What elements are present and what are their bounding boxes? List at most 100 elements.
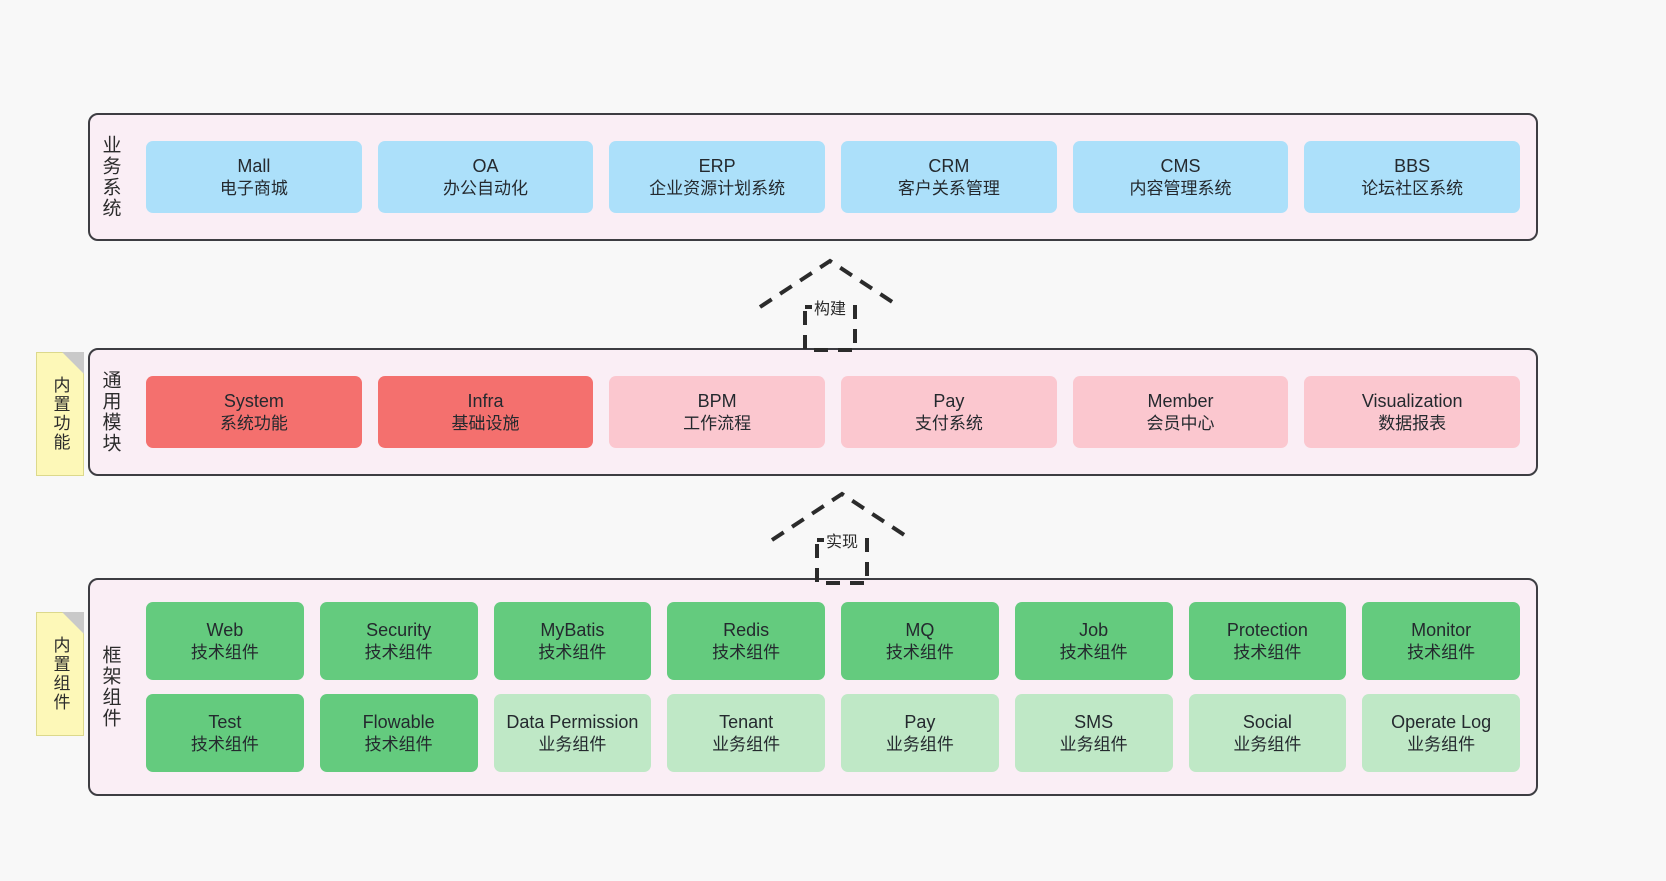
card-subtitle: 技术组件 xyxy=(190,734,259,754)
layer-title-common-module: 通用模块 xyxy=(99,370,121,454)
card-tenant[interactable]: Tenant 业务组件 xyxy=(667,694,825,772)
card-title: Operate Log xyxy=(1391,712,1492,733)
card-title: CMS xyxy=(1160,156,1201,177)
card-title: Security xyxy=(366,620,432,641)
note-builtin-component[interactable]: 内置组件 xyxy=(36,612,84,736)
card-title: CRM xyxy=(928,156,970,177)
card-subtitle: 支付系统 xyxy=(914,413,983,433)
card-data-permission[interactable]: Data Permission 业务组件 xyxy=(493,694,652,772)
note-builtin-function[interactable]: 内置功能 xyxy=(36,352,84,476)
card-row: System 系统功能 Infra 基础设施 BPM 工作流程 Pay 支付系统… xyxy=(146,376,1521,448)
card-web[interactable]: Web 技术组件 xyxy=(146,602,304,680)
card-subtitle: 技术组件 xyxy=(364,642,433,662)
card-title: Tenant xyxy=(719,712,774,733)
card-subtitle: 论坛社区系统 xyxy=(1361,178,1464,198)
layer-title-framework-component: 框架组件 xyxy=(99,645,121,729)
card-infra[interactable]: Infra 基础设施 xyxy=(377,376,594,448)
card-title: Mall xyxy=(237,156,271,177)
card-flowable[interactable]: Flowable 技术组件 xyxy=(319,694,478,772)
card-system[interactable]: System 系统功能 xyxy=(146,376,362,448)
card-subtitle: 会员中心 xyxy=(1146,413,1215,433)
card-pay[interactable]: Pay 支付系统 xyxy=(841,376,1057,448)
card-title: Data Permission xyxy=(506,712,639,733)
layer-common-module[interactable]: 通用模块 System 系统功能 Infra 基础设施 BPM 工作流程 Pay… xyxy=(88,348,1538,476)
card-subtitle: 业务组件 xyxy=(1059,734,1128,754)
card-member[interactable]: Member 会员中心 xyxy=(1072,376,1289,448)
note-label: 内置组件 xyxy=(50,636,70,712)
card-test[interactable]: Test 技术组件 xyxy=(146,694,304,772)
card-monitor[interactable]: Monitor 技术组件 xyxy=(1362,602,1520,680)
card-title: Flowable xyxy=(362,712,435,733)
arrow-implement: 实现 xyxy=(762,488,922,585)
card-sms[interactable]: SMS 业务组件 xyxy=(1014,694,1173,772)
card-subtitle: 技术组件 xyxy=(364,734,433,754)
card-title: MyBatis xyxy=(540,620,605,641)
card-subtitle: 业务组件 xyxy=(1233,734,1302,754)
card-subtitle: 基础设施 xyxy=(451,413,520,433)
card-cms[interactable]: CMS 内容管理系统 xyxy=(1072,141,1289,213)
card-subtitle: 工作流程 xyxy=(683,413,752,433)
card-title: OA xyxy=(472,156,499,177)
card-visualization[interactable]: Visualization 数据报表 xyxy=(1304,376,1521,448)
layer-business-system[interactable]: 业务系统 Mall 电子商城 OA 办公自动化 ERP 企业资源计划系统 CRM… xyxy=(88,113,1538,241)
card-subtitle: 技术组件 xyxy=(190,642,259,662)
card-subtitle: 业务组件 xyxy=(1407,734,1476,754)
card-title: Protection xyxy=(1226,620,1308,641)
card-title: System xyxy=(223,391,284,412)
layer-title-business-system: 业务系统 xyxy=(99,135,121,219)
card-subtitle: 技术组件 xyxy=(1059,642,1128,662)
card-title: ERP xyxy=(698,156,736,177)
card-social[interactable]: Social 业务组件 xyxy=(1188,694,1347,772)
card-subtitle: 业务组件 xyxy=(538,734,607,754)
card-subtitle: 技术组件 xyxy=(712,642,781,662)
card-crm[interactable]: CRM 客户关系管理 xyxy=(841,141,1057,213)
card-title: Redis xyxy=(723,620,770,641)
card-subtitle: 客户关系管理 xyxy=(897,178,1000,198)
card-row: Mall 电子商城 OA 办公自动化 ERP 企业资源计划系统 CRM 客户关系… xyxy=(146,141,1521,213)
card-title: Monitor xyxy=(1411,620,1472,641)
card-subtitle: 企业资源计划系统 xyxy=(649,178,786,198)
card-operate-log[interactable]: Operate Log 业务组件 xyxy=(1362,694,1520,772)
card-redis[interactable]: Redis 技术组件 xyxy=(667,602,825,680)
card-subtitle: 业务组件 xyxy=(712,734,781,754)
arrow-label-build: 构建 xyxy=(812,295,849,319)
arrow-label-implement: 实现 xyxy=(824,528,861,552)
card-mybatis[interactable]: MyBatis 技术组件 xyxy=(493,602,652,680)
card-title: Pay xyxy=(933,391,965,412)
card-subtitle: 技术组件 xyxy=(538,642,607,662)
layer-body-business-system: Mall 电子商城 OA 办公自动化 ERP 企业资源计划系统 CRM 客户关系… xyxy=(130,115,1536,239)
card-subtitle: 电子商城 xyxy=(219,178,288,198)
card-title: SMS xyxy=(1074,712,1114,733)
layer-body-common-module: System 系统功能 Infra 基础设施 BPM 工作流程 Pay 支付系统… xyxy=(130,350,1536,474)
card-bbs[interactable]: BBS 论坛社区系统 xyxy=(1304,141,1521,213)
card-erp[interactable]: ERP 企业资源计划系统 xyxy=(609,141,826,213)
card-mq[interactable]: MQ 技术组件 xyxy=(841,602,999,680)
layer-body-framework-component: Web 技术组件 Security 技术组件 MyBatis 技术组件 Redi… xyxy=(130,580,1536,794)
card-title: BPM xyxy=(697,391,737,412)
card-title: MQ xyxy=(905,620,935,641)
card-protection[interactable]: Protection 技术组件 xyxy=(1188,602,1347,680)
card-pay-business[interactable]: Pay 业务组件 xyxy=(841,694,999,772)
card-mall[interactable]: Mall 电子商城 xyxy=(146,141,362,213)
card-subtitle: 内容管理系统 xyxy=(1129,178,1232,198)
card-subtitle: 数据报表 xyxy=(1378,413,1447,433)
card-subtitle: 技术组件 xyxy=(885,642,954,662)
card-title: Pay xyxy=(904,712,936,733)
card-title: Infra xyxy=(467,391,504,412)
card-subtitle: 技术组件 xyxy=(1233,642,1302,662)
card-title: Test xyxy=(208,712,242,733)
card-subtitle: 系统功能 xyxy=(219,413,288,433)
arrow-build: 构建 xyxy=(750,255,910,352)
card-bpm[interactable]: BPM 工作流程 xyxy=(609,376,826,448)
card-subtitle: 技术组件 xyxy=(1407,642,1476,662)
card-job[interactable]: Job 技术组件 xyxy=(1014,602,1173,680)
card-security[interactable]: Security 技术组件 xyxy=(319,602,478,680)
card-row: Test 技术组件 Flowable 技术组件 Data Permission … xyxy=(146,694,1520,772)
card-oa[interactable]: OA 办公自动化 xyxy=(377,141,594,213)
card-title: Web xyxy=(206,620,244,641)
card-subtitle: 办公自动化 xyxy=(443,178,528,198)
card-title: Visualization xyxy=(1361,391,1463,412)
note-label: 内置功能 xyxy=(50,376,70,452)
layer-framework-component[interactable]: 框架组件 Web 技术组件 Security 技术组件 MyBatis 技术组件… xyxy=(88,578,1538,796)
